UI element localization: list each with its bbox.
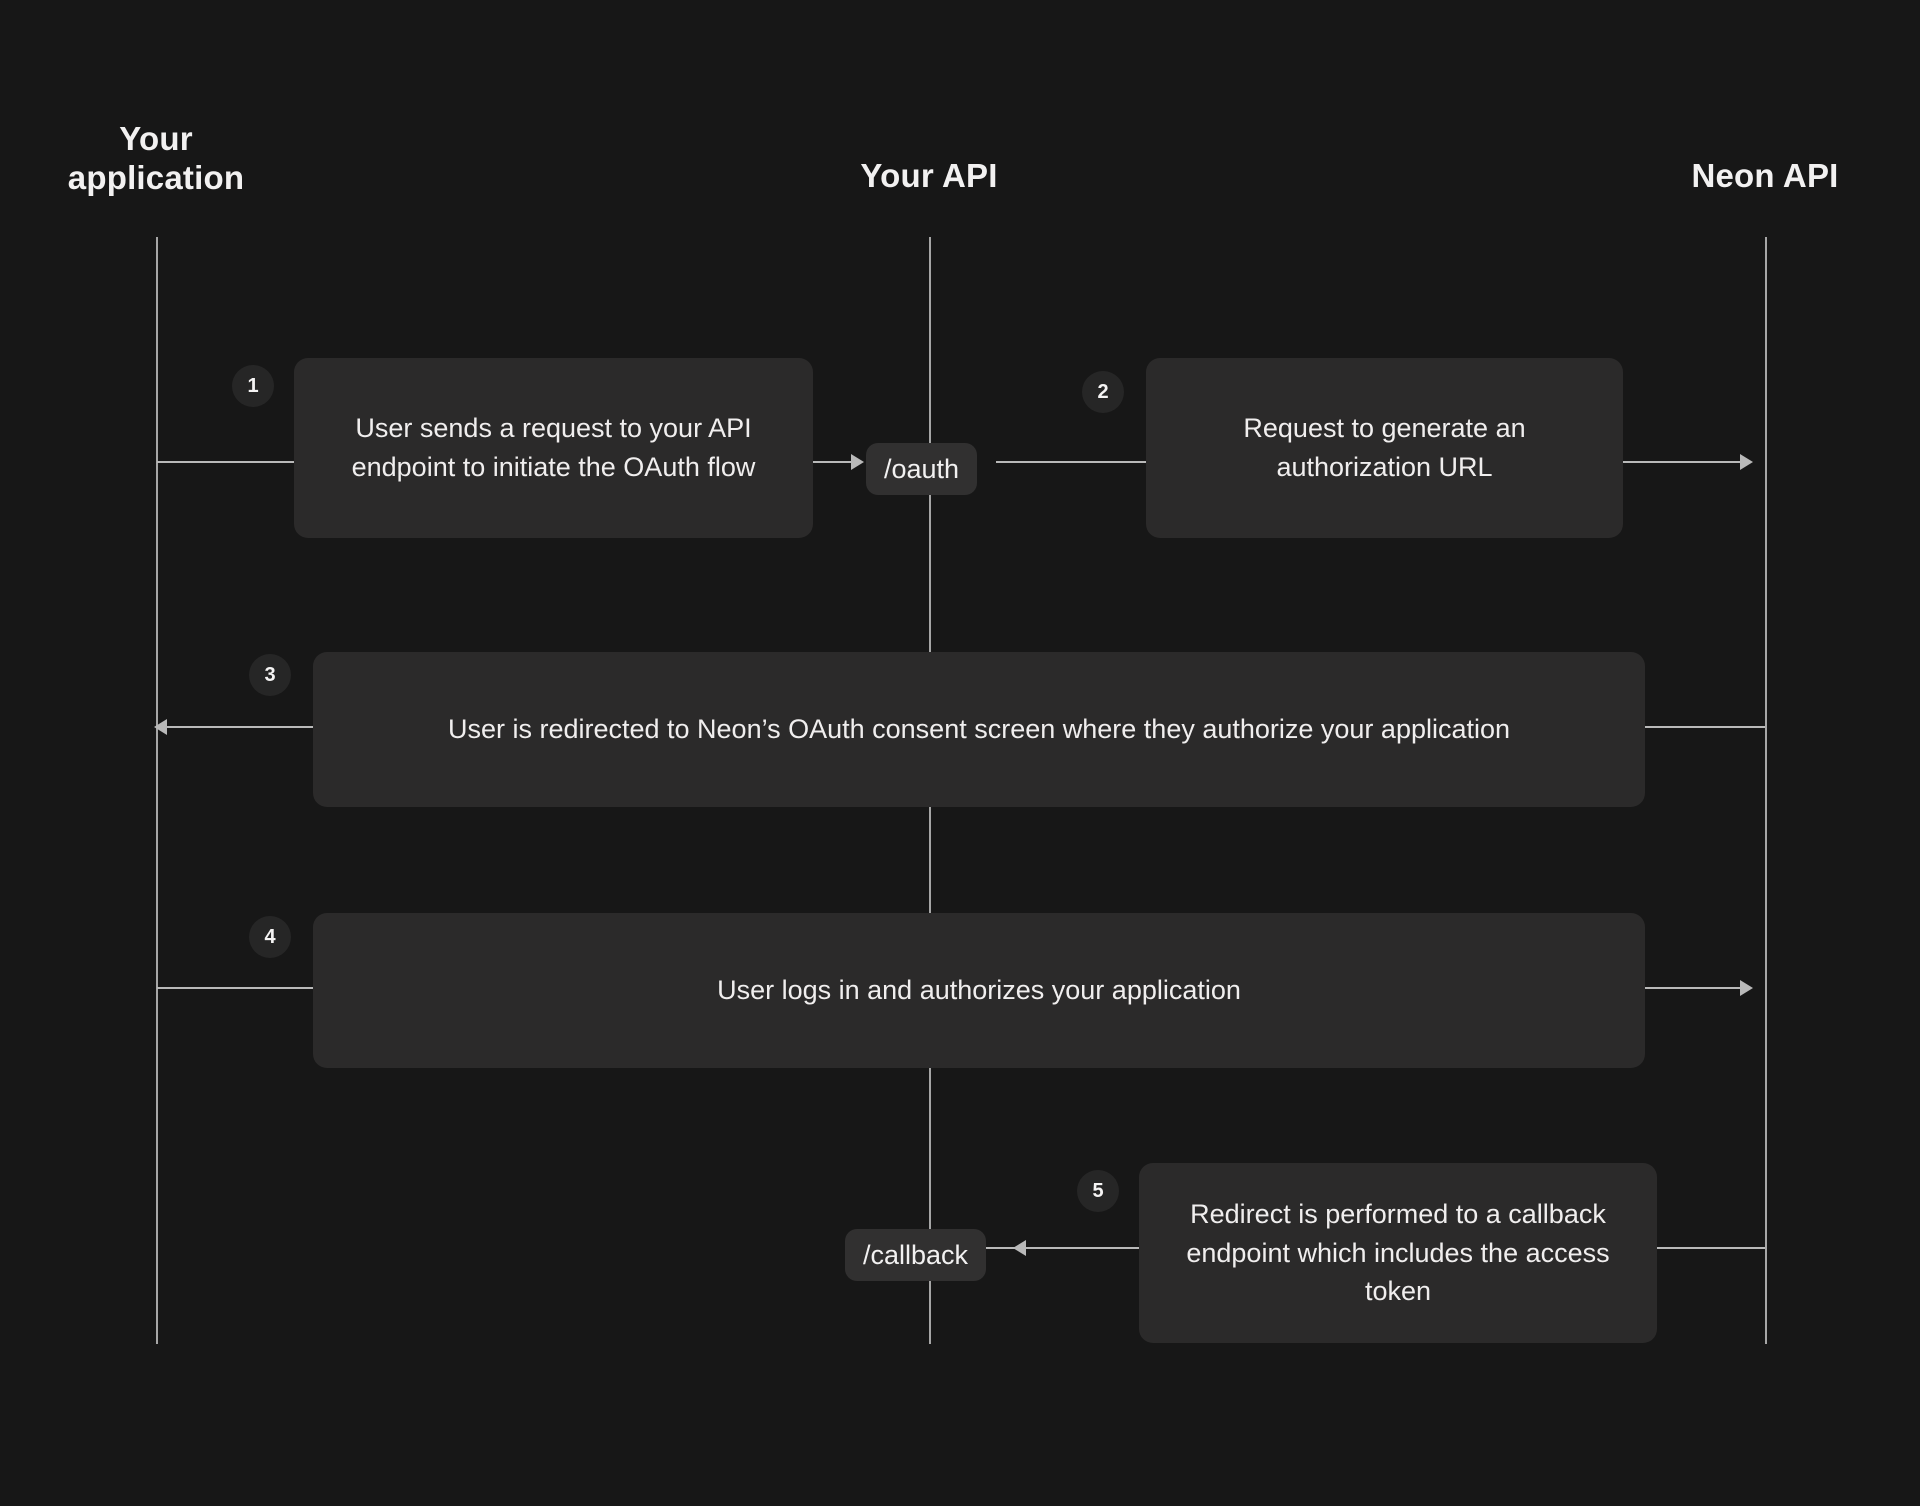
arrow-head-step-1 bbox=[851, 454, 864, 470]
endpoint-pill-callback[interactable]: /callback bbox=[845, 1229, 987, 1282]
arrow-head-step-2 bbox=[1740, 454, 1753, 470]
step-badge-5: 5 bbox=[1077, 1170, 1119, 1212]
step-badge-3: 3 bbox=[249, 654, 291, 696]
step-text-2: Request to generate an authorization URL bbox=[1243, 413, 1526, 482]
lifeline-neon-api bbox=[1765, 237, 1767, 1344]
arrow-head-step-5 bbox=[1013, 1240, 1026, 1256]
column-header-neon-api: Neon API bbox=[1691, 157, 1839, 194]
step-card-5: Redirect is performed to a callback endp… bbox=[1139, 1163, 1657, 1343]
step-badge-1: 1 bbox=[232, 365, 274, 407]
step-card-2: Request to generate an authorization URL bbox=[1146, 358, 1623, 538]
column-header-your-application: Your application bbox=[67, 120, 245, 196]
step-badge-2: 2 bbox=[1082, 371, 1124, 413]
step-card-4: User logs in and authorizes your applica… bbox=[313, 913, 1645, 1068]
step-badge-4: 4 bbox=[249, 916, 291, 958]
step-text-1: User sends a request to your API endpoin… bbox=[351, 413, 756, 482]
step-card-3: User is redirected to Neon’s OAuth conse… bbox=[313, 652, 1645, 807]
step-text-4: User logs in and authorizes your applica… bbox=[717, 975, 1241, 1006]
step-text-5: Redirect is performed to a callback endp… bbox=[1186, 1198, 1610, 1307]
step-text-3: User is redirected to Neon’s OAuth conse… bbox=[447, 714, 1511, 745]
column-header-your-api: Your API bbox=[860, 157, 998, 194]
arrow-head-step-4 bbox=[1740, 980, 1753, 996]
lifeline-your-application bbox=[156, 237, 158, 1344]
arrow-head-step-3 bbox=[154, 719, 167, 735]
step-card-1: User sends a request to your API endpoin… bbox=[294, 358, 813, 538]
endpoint-pill-oauth[interactable]: /oauth bbox=[866, 443, 978, 496]
